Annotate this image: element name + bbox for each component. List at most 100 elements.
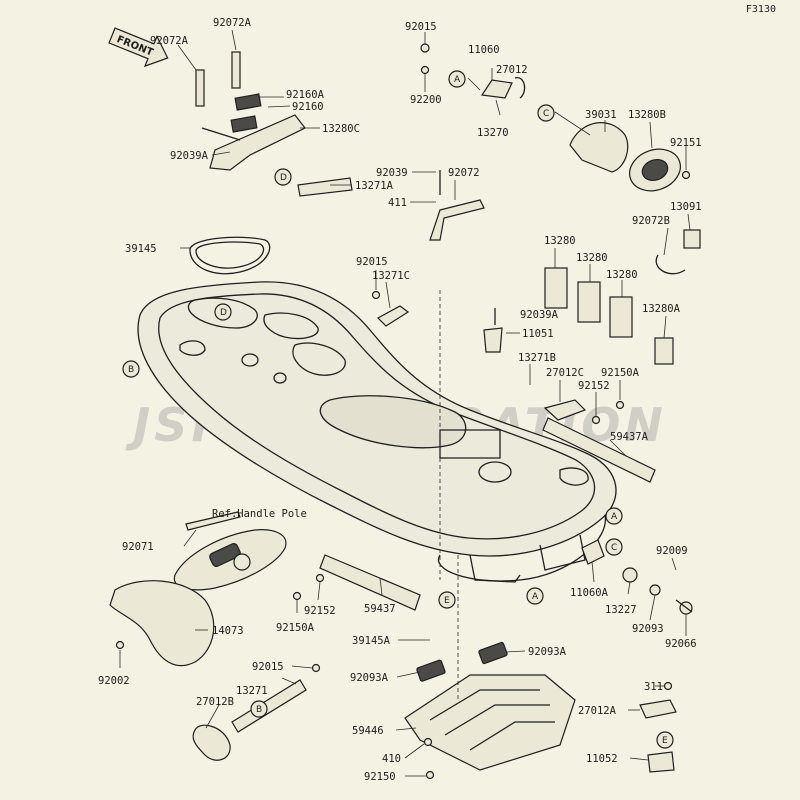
label-13270: 13270: [477, 127, 509, 139]
leader-lines: [119, 29, 691, 777]
strip-59437A: [542, 417, 656, 483]
label-13280B: 13280B: [628, 109, 666, 121]
fasteners: [115, 43, 691, 780]
label-13271A: 13271A: [355, 180, 394, 192]
svg-text:A: A: [611, 512, 618, 522]
gasket-39145: [189, 236, 271, 275]
label-92015-mid: 92015: [356, 256, 388, 268]
label-92093: 92093: [632, 623, 664, 635]
svg-text:B: B: [256, 705, 262, 715]
ride-plate-59446: [404, 641, 576, 771]
label-27012A: 27012A: [578, 705, 617, 717]
label-39031: 39031: [585, 109, 617, 121]
label-14073: 14073: [212, 625, 244, 637]
label-92072B: 92072B: [632, 215, 670, 227]
label-92072A-left: 92072A: [150, 35, 189, 47]
label-92152-right: 92152: [578, 380, 610, 392]
label-59446: 59446: [352, 725, 384, 737]
label-11051: 11051: [522, 328, 554, 340]
label-92093A-right: 92093A: [528, 646, 567, 658]
label-92200: 92200: [410, 94, 442, 106]
grommet-11060A: [581, 539, 605, 565]
label-92151: 92151: [670, 137, 702, 149]
label-92160: 92160: [292, 101, 324, 113]
plate-27012B: [192, 724, 231, 761]
label-13227: 13227: [605, 604, 637, 616]
strip-13271A: [297, 177, 353, 197]
label-13280-a: 13280: [544, 235, 576, 247]
ref-circle-A-2: A: [605, 507, 623, 525]
svg-text:C: C: [611, 543, 617, 553]
label-92072A-top: 92072A: [213, 17, 252, 29]
ref-circle-C-1: C: [537, 104, 555, 122]
ref-circle-D-2: D: [214, 303, 232, 321]
svg-text:B: B: [128, 365, 134, 375]
label-92152-left: 92152: [304, 605, 336, 617]
ref-handle-pole-note: Ref.Handle Pole: [212, 508, 307, 520]
label-13280A: 13280A: [642, 303, 681, 315]
svg-text:D: D: [280, 173, 287, 183]
bracket-11052: [647, 751, 675, 773]
label-92015-bottom: 92015: [252, 661, 284, 673]
label-92039A-mid: 92039A: [520, 309, 559, 321]
label-311: 311: [644, 681, 663, 693]
ref-circle-E-2: E: [656, 731, 674, 749]
svg-text:E: E: [662, 736, 668, 746]
label-59437A: 59437A: [610, 431, 649, 443]
plate-27012C: [543, 399, 587, 421]
label-11060: 11060: [468, 44, 500, 56]
label-92009: 92009: [656, 545, 688, 557]
hull-deck: [137, 281, 617, 583]
label-13280-b: 13280: [576, 252, 608, 264]
label-92002: 92002: [98, 675, 130, 687]
label-411-top: 411: [388, 197, 407, 209]
strap-bracket-13280C: [195, 51, 306, 171]
label-92072: 92072: [448, 167, 480, 179]
svg-text:A: A: [532, 592, 539, 602]
label-27012C: 27012C: [546, 367, 584, 379]
label-27012: 27012: [496, 64, 528, 76]
handle-pole-bracket: [173, 511, 287, 591]
label-92160A: 92160A: [286, 89, 325, 101]
figure-code: F3130: [745, 4, 776, 15]
label-11060A: 11060A: [570, 587, 609, 599]
label-13271: 13271: [236, 685, 268, 697]
label-92039: 92039: [376, 167, 408, 179]
bracket-13271C: [377, 305, 410, 327]
hose-clamp-group: [480, 77, 526, 99]
label-92150: 92150: [364, 771, 396, 783]
plate-27012A: [639, 699, 677, 719]
label-13271C: 13271C: [372, 270, 410, 282]
ref-circle-A-3: A: [526, 587, 544, 605]
svg-text:D: D: [220, 308, 227, 318]
label-92015-top: 92015: [405, 21, 437, 33]
screw-92066: [675, 599, 693, 615]
label-59437: 59437: [364, 603, 396, 615]
clamp-blocks-13280: [544, 229, 701, 365]
label-92066: 92066: [665, 638, 697, 650]
reference-letters: A C D D B A C A: [122, 70, 674, 749]
ring-13280B: [629, 148, 681, 192]
label-39145A: 39145A: [352, 635, 391, 647]
ref-circle-B-1: B: [122, 360, 140, 378]
strap-13271: [231, 679, 307, 733]
ref-circle-E-1: E: [438, 591, 456, 609]
label-92093A-left: 92093A: [350, 672, 389, 684]
label-92150A-left: 92150A: [276, 622, 315, 634]
label-13280-c: 13280: [606, 269, 638, 281]
ref-circle-A-1: A: [448, 70, 466, 88]
label-410: 410: [382, 753, 401, 765]
label-39145: 39145: [125, 243, 157, 255]
svg-text:A: A: [454, 75, 461, 85]
ref-circle-D-1: D: [274, 168, 292, 186]
strip-59437: [319, 554, 421, 611]
bracket-92072: [429, 199, 485, 241]
label-27012B: 27012B: [196, 696, 234, 708]
ref-circle-B-2: B: [250, 700, 268, 718]
svg-text:E: E: [444, 596, 450, 606]
vent-cover-39031: [569, 122, 629, 173]
label-13091: 13091: [670, 201, 702, 213]
label-13280C: 13280C: [322, 123, 360, 135]
label-92150A-right: 92150A: [601, 367, 640, 379]
